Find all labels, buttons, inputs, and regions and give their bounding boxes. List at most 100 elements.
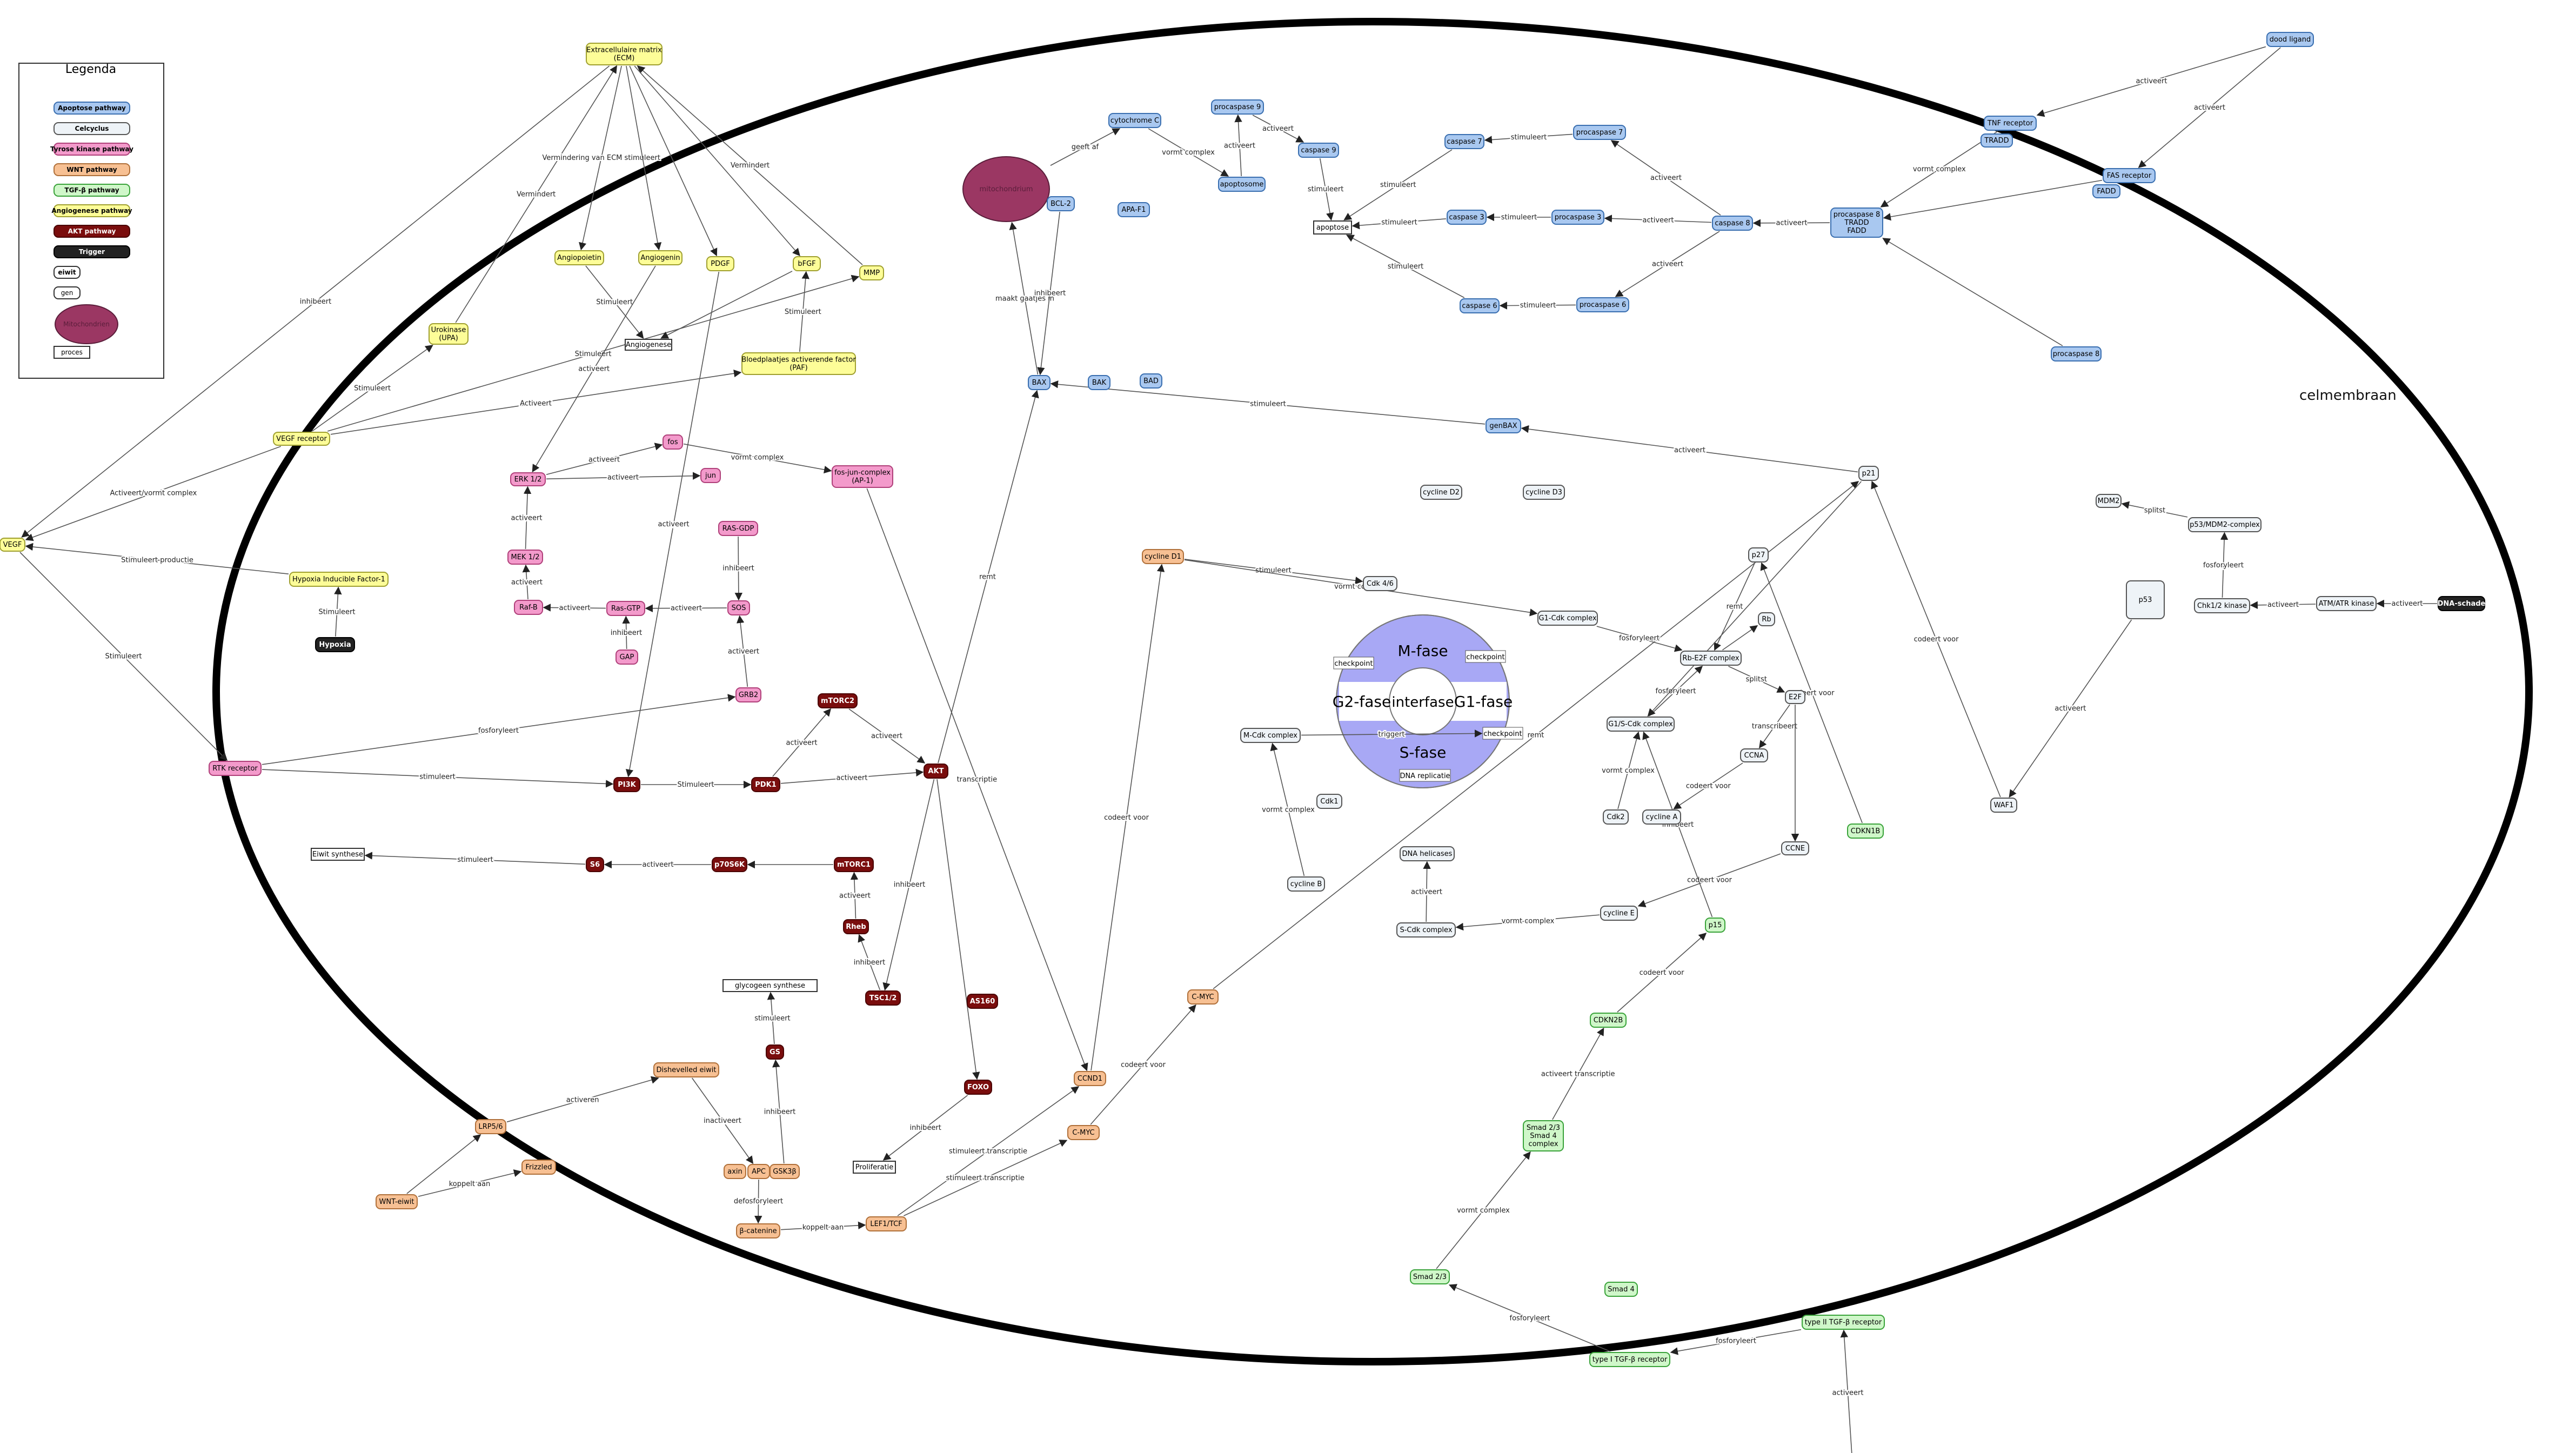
edge-label: stimuleert transcriptie (949, 1148, 1027, 1156)
edge-rheb-mtorc1 (850, 872, 859, 919)
node-label: WNT-eiwit (379, 1198, 414, 1206)
node-label: PDK1 (755, 781, 776, 789)
node-prolif: Proliferatie (853, 1161, 896, 1174)
node-erk: ERK 1/2 (510, 472, 546, 486)
node-angiopoietin: Angiopoietin (554, 250, 604, 265)
node-shape (859, 265, 884, 280)
edge-ecm-vegf (21, 65, 610, 538)
edge-label: activeert (671, 604, 702, 612)
node-dnahel: DNA helicases (1400, 846, 1455, 861)
node-label: Angiogenin (640, 254, 680, 262)
node-shape (1537, 611, 1598, 626)
node-vegf: VEGF (0, 538, 25, 552)
edge-casp8-procasp7 (1610, 140, 1721, 216)
legend-item-proces: proces (53, 346, 90, 359)
edge-procasp7-casp7 (1484, 133, 1573, 144)
edge-ecm-angiogenin (626, 65, 662, 251)
node-label: cycline D2 (1423, 488, 1460, 497)
edge-label: vormt complex (1262, 806, 1315, 814)
node-mito: mitochondrium (962, 156, 1050, 222)
edge-label: Stimuleert (678, 781, 714, 789)
checkpoint-g1-label: checkpoint (1466, 653, 1504, 661)
node-genbax: genBAX (1486, 418, 1521, 433)
edge-label: fosforyleert (2203, 561, 2244, 570)
edge-dsh-apc (692, 1077, 754, 1164)
node-label: dood ligand (2270, 36, 2311, 44)
edge-g1cdk-rbe2f (1596, 626, 1683, 652)
node-shape (962, 156, 1050, 222)
edge-label: fosforyleert (1619, 634, 1660, 642)
node-doodlig: dood ligand (2266, 32, 2314, 47)
node-label: E2F (1789, 693, 1802, 701)
node-label: caspase 8 (1715, 219, 1750, 227)
node-label: C-MYC (1192, 993, 1214, 1001)
node-shape (315, 637, 355, 652)
node-label: VEGF (3, 541, 22, 549)
node-shape (1858, 466, 1879, 481)
node-angioproc: Angiogenese (625, 339, 672, 351)
membrane-label: celmembraan (2299, 387, 2397, 404)
edge-vegfr-paf (330, 369, 742, 435)
edge-label: codeert voor (1104, 814, 1149, 822)
node-shape (1802, 1315, 1885, 1330)
node-label: Bloedplaatjes activerende factor(PAF) (741, 356, 856, 372)
node-angiogenin: Angiogenin (638, 250, 683, 265)
node-label: LRP5/6 (478, 1123, 503, 1131)
node-label: CCNE (1785, 845, 1805, 853)
legend-item-akt-pathway: AKT pathway (53, 225, 130, 238)
edge-atm-chk (2250, 601, 2316, 610)
node-ecm: Extracellulaire matrix(ECM) (586, 43, 663, 65)
node-shape (1187, 989, 1219, 1005)
g2-phase-label: G2-fase (1333, 693, 1391, 711)
node-cyclineD2: cycline D2 (1420, 485, 1462, 500)
node-shape (2188, 517, 2261, 532)
node-shape (865, 990, 901, 1006)
node-label: C-MYC (1072, 1129, 1094, 1137)
edge-label: activeert (1224, 142, 1255, 150)
edge-casp3-apoptose (1351, 218, 1447, 230)
edge-cdkn2b-p15 (1617, 933, 1707, 1013)
node-shape (1316, 794, 1342, 809)
node-mdm2: MDM2 (2096, 494, 2122, 508)
edge-label: activeert (786, 739, 818, 747)
edge-label: koppelt aan (449, 1180, 491, 1188)
node-shape (1600, 906, 1638, 921)
edge-erk-jun (546, 472, 701, 480)
node-shape (1410, 1269, 1450, 1284)
edge-label: activeert (511, 514, 543, 523)
edge-wntei-frizzled (418, 1169, 522, 1197)
node-label: p15 (1709, 921, 1722, 929)
node-shape (1142, 549, 1184, 564)
node-shape (2051, 346, 2102, 361)
node-label: caspase 6 (1462, 302, 1497, 310)
edge-hypoxia-hif (334, 586, 342, 637)
node-casp3: caspase 3 (1447, 210, 1487, 225)
node-label: S-Cdk complex (1400, 926, 1452, 934)
node-chk: Chk1/2 kinase (2194, 598, 2250, 613)
edge-lrp-dsh (506, 1076, 659, 1123)
node-pi3k: PI3K (613, 777, 640, 792)
legend-item-mitochondrien: Mitochondrien (55, 304, 118, 344)
edge-rtk-pi3k (262, 769, 614, 788)
node-mmp: MMP (859, 265, 884, 280)
node-rtk: RTK receptor (209, 761, 262, 776)
node-ccna: CCNA (1740, 748, 1768, 762)
edge-procasp9a-casp9 (1252, 115, 1304, 143)
node-label: fos (667, 438, 678, 446)
node-shape (1074, 1071, 1106, 1086)
edge-label: stimuleert (1381, 219, 1417, 227)
node-pdk1: PDK1 (751, 777, 780, 792)
node-shape (209, 761, 262, 776)
edge-label: inhibeert (611, 629, 642, 637)
node-akt: AKT (924, 764, 948, 779)
edge-label: activeert (1650, 174, 1682, 182)
node-bcat: β-catenine (736, 1223, 780, 1238)
edge-label: inhibeert (764, 1108, 795, 1116)
edge-label: Activeert (520, 400, 552, 408)
node-label: axin (727, 1168, 742, 1176)
edge-bcat-lef (780, 1221, 866, 1230)
node-shape (1287, 876, 1325, 892)
node-label: RAS-GDP (722, 525, 754, 533)
